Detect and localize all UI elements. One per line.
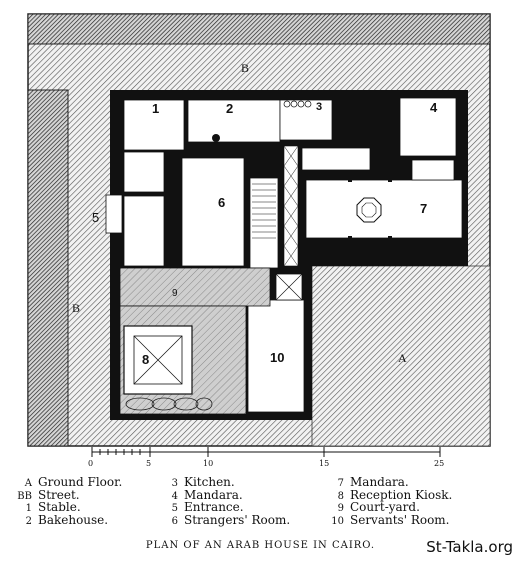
ground-area: [311, 265, 491, 447]
room-label-9: 9: [172, 288, 178, 299]
room-6: [181, 157, 245, 267]
stairs: [252, 183, 276, 239]
room-label-7: 7: [420, 201, 427, 216]
room-label-3: 3: [316, 101, 322, 113]
room-label-8: 8: [142, 352, 149, 367]
entrance-5: [105, 194, 123, 234]
room-label-4: 4: [430, 100, 438, 115]
figure-caption: PLAN OF AN ARAB HOUSE IN CAIRO.: [145, 540, 376, 551]
scale-label-15: 15: [319, 459, 330, 468]
street-left: [27, 89, 69, 447]
room-2: [187, 99, 281, 143]
fountain: [356, 197, 382, 223]
kitchen-stoves: [283, 100, 312, 108]
street-label-top: B: [241, 61, 249, 75]
room-label-1: 1: [152, 101, 159, 116]
ground-label: A: [398, 351, 407, 365]
room-labels: 1 2 3 4 5 6 7 8 9 10: [92, 100, 438, 367]
room-10: [247, 299, 305, 413]
scale-label-10: 10: [203, 459, 214, 468]
room-label-5: 5: [92, 210, 99, 225]
garden-bushes: [125, 397, 213, 411]
room-1: [123, 99, 185, 151]
room-label-10: 10: [270, 350, 284, 365]
courtyard-9: [119, 267, 271, 307]
street-label-left: B: [72, 301, 80, 315]
scale-label-5: 5: [146, 459, 152, 468]
scale-label-0: 0: [88, 459, 94, 468]
room-7: [305, 179, 463, 239]
room-4: [399, 97, 457, 157]
floor-plan: 1 2 3 4 5 6 7 8 9 10 B B A: [27, 13, 491, 457]
corridor-crosses: [283, 145, 299, 267]
scale-label-25: 25: [434, 459, 445, 468]
room-label-6: 6: [218, 195, 225, 210]
street-top: [27, 13, 491, 45]
scale-bar: [91, 447, 441, 457]
watermark: St-Takla.org: [426, 538, 513, 556]
room-label-2: 2: [226, 101, 233, 116]
bakehouse-oven: [212, 134, 220, 142]
